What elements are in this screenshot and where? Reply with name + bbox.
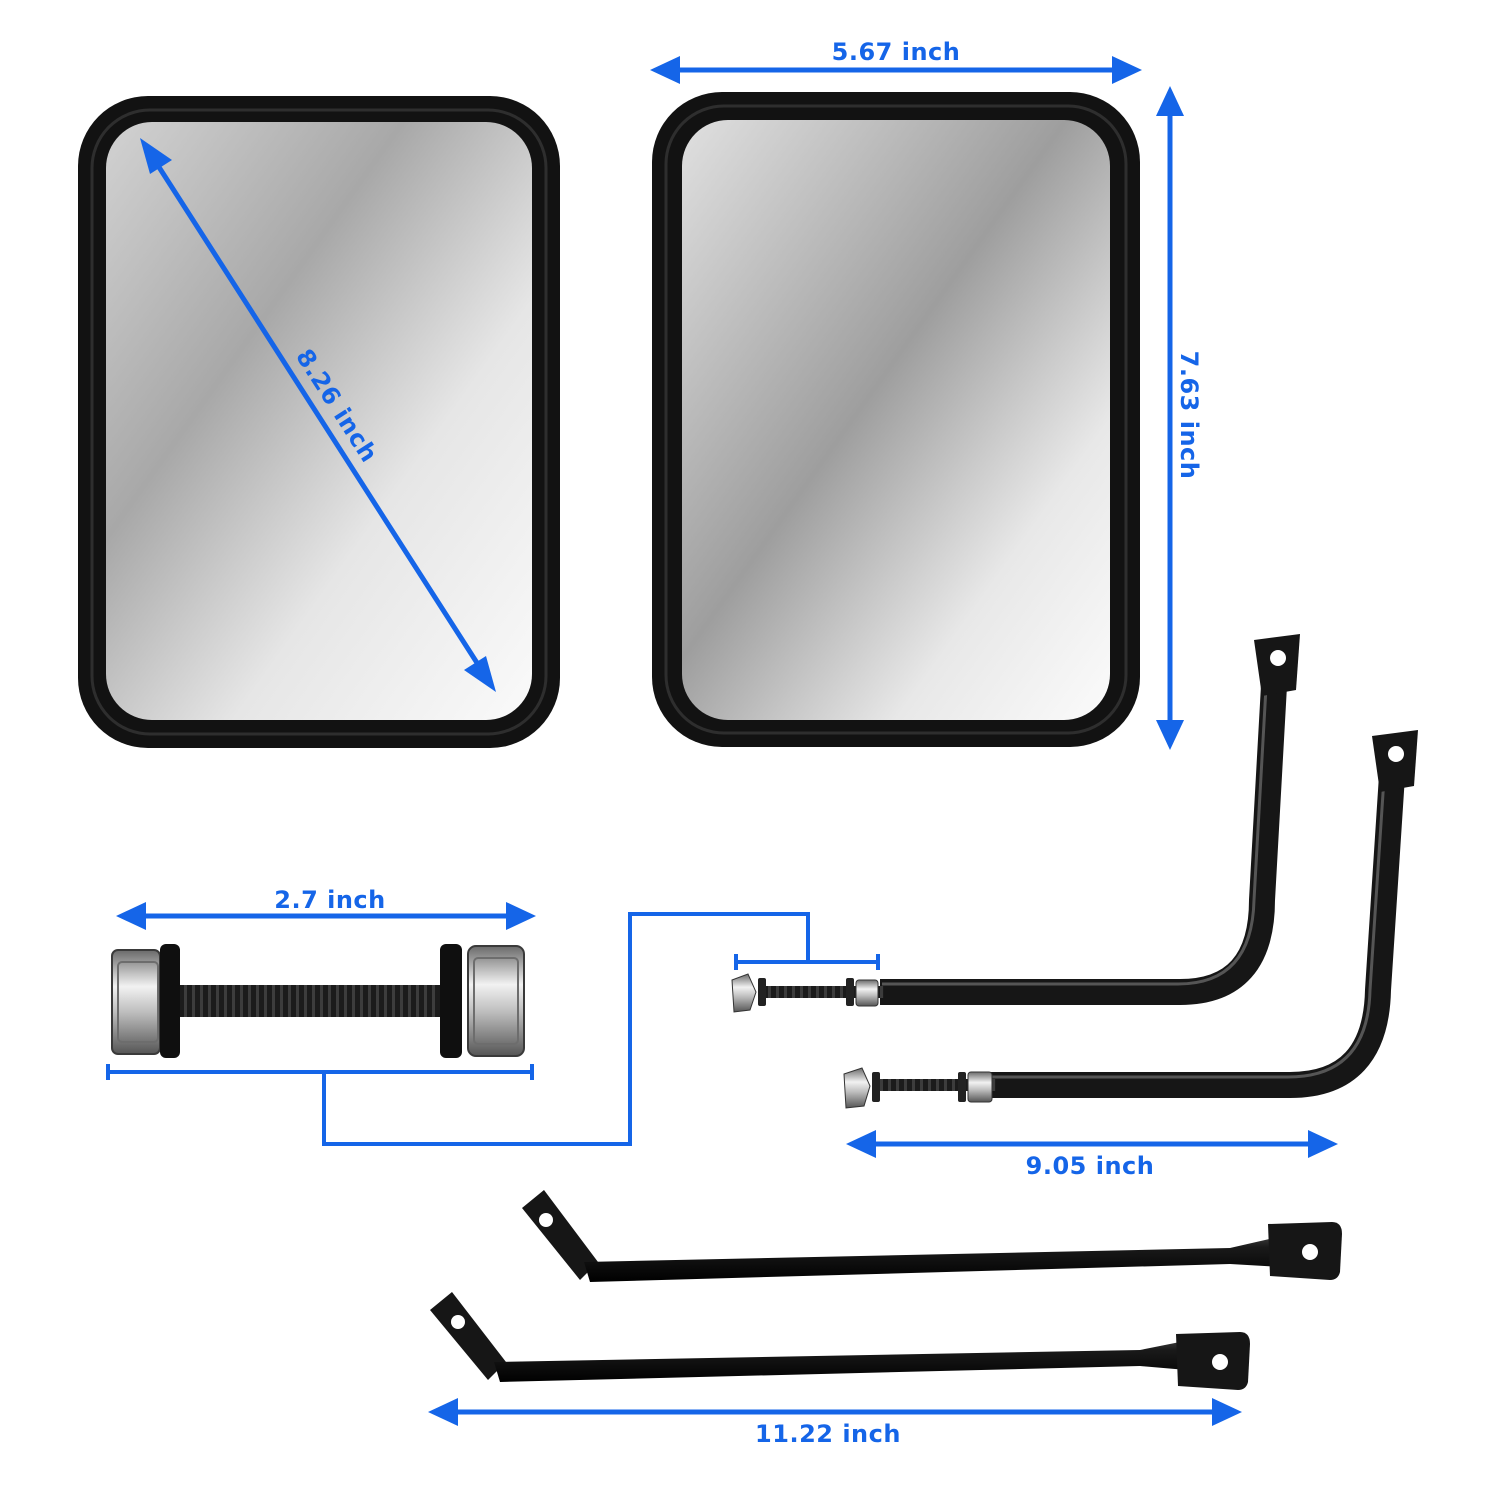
bolt-nut-right (467, 945, 525, 1057)
height-dimension: 7.63 inch (1156, 86, 1203, 750)
bolt-head-left (111, 949, 161, 1055)
straight-bracket-arrowhead-right (1212, 1398, 1242, 1426)
l-bracket-lower-highlight (992, 747, 1388, 1079)
diagonal-arrowhead-bottom (464, 656, 496, 692)
straight-bracket-lower-rod (494, 1336, 1210, 1382)
bolt-washer-right (440, 944, 462, 1058)
l-bracket-upper-highlight (882, 651, 1270, 986)
straight-bracket-upper-hole-left (539, 1213, 553, 1227)
diagonal-arrow-line (145, 148, 491, 682)
straight-bracket-arrowhead-left (428, 1398, 458, 1426)
straight-bracket-dimension-label: 11.22 inch (755, 1420, 901, 1448)
l-bracket-dimension: 9.05 inch (846, 1130, 1338, 1180)
l-bracket-lower-washer-2 (958, 1072, 966, 1102)
straight-bracket-upper-rod (584, 1232, 1300, 1282)
width-dimension-label: 5.67 inch (832, 38, 961, 66)
straight-bracket-dimension: 11.22 inch (428, 1398, 1242, 1448)
bolt-callout-connector (106, 912, 880, 1146)
height-dimension-label: 7.63 inch (1175, 351, 1203, 480)
l-bracket-lower-bolt-nut (843, 1067, 871, 1109)
bolt-nut-right-face (473, 957, 519, 1045)
right-mirror-frame-groove (664, 104, 1128, 735)
straight-bracket-lower-bend (430, 1292, 506, 1380)
l-bracket-lower-washer-1 (872, 1072, 880, 1102)
l-bracket-upper-hole (1270, 650, 1286, 666)
bolt-dimension: 2.7 inch (116, 886, 536, 930)
left-mirror (78, 96, 560, 748)
l-bracket-lower-nut-2 (967, 1071, 993, 1103)
straight-bracket-lower (430, 1292, 1250, 1390)
straight-bracket-upper-bend (522, 1190, 598, 1280)
left-mirror-frame-groove (90, 108, 548, 736)
bolt-threaded-shaft (178, 985, 444, 1017)
bolt-dimension-label: 2.7 inch (274, 886, 386, 914)
l-bracket-upper (731, 634, 1300, 1013)
width-arrowhead-left (650, 56, 680, 84)
callout-elbow-path (322, 912, 810, 1146)
l-bracket-upper-washer-1 (758, 978, 766, 1006)
bolt-assembly (111, 944, 525, 1058)
l-bracket-lower-hole (1388, 746, 1404, 762)
straight-bracket-upper-hole-right (1302, 1244, 1318, 1260)
bolt-washer-left (160, 944, 180, 1058)
right-mirror (652, 92, 1140, 747)
l-bracket-lower (843, 730, 1418, 1109)
l-bracket-upper-washer-2 (846, 978, 854, 1006)
bolt-head-left-face (117, 961, 159, 1043)
bolt-arrowhead-left (116, 902, 146, 930)
l-bracket-upper-nut-2 (855, 979, 879, 1007)
straight-bracket-lower-hole-left (451, 1315, 465, 1329)
l-bracket-arrowhead-left (846, 1130, 876, 1158)
bolt-arrowhead-right (506, 902, 536, 930)
straight-bracket-upper (522, 1190, 1342, 1282)
straight-bracket-lower-hole-right (1212, 1354, 1228, 1370)
right-mirror-glass (682, 120, 1110, 720)
l-bracket-arrowhead-right (1308, 1130, 1338, 1158)
diagonal-arrowhead-top (140, 138, 172, 174)
l-bracket-dimension-label: 9.05 inch (1026, 1152, 1155, 1180)
l-bracket-upper-bolt-nut (731, 973, 757, 1013)
height-arrowhead-top (1156, 86, 1184, 116)
height-arrowhead-bottom (1156, 720, 1184, 750)
l-bracket-upper-arm (880, 649, 1289, 1005)
width-arrowhead-right (1112, 56, 1142, 84)
l-bracket-lower-arm (990, 744, 1407, 1098)
width-dimension: 5.67 inch (650, 38, 1142, 84)
